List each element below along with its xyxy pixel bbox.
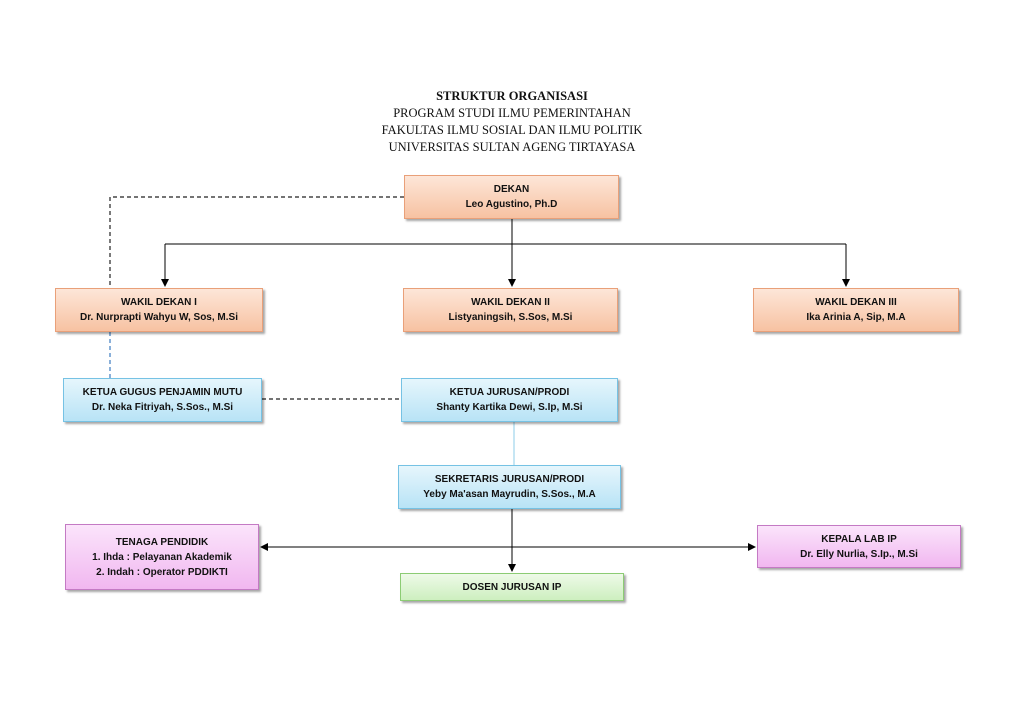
tendik-item-2: 2. Indah : Operator PDDIKTI	[96, 566, 228, 578]
kajur-name: Shanty Kartika Dewi, S.Ip, M.Si	[436, 402, 583, 413]
box-tenaga-pendidik: TENAGA PENDIDIK 1. Ihda : Pelayanan Akad…	[65, 524, 259, 590]
tendik-role: TENAGA PENDIDIK	[115, 536, 209, 548]
wakil2-name: Listyaningsih, S.Sos, M.Si	[448, 312, 573, 323]
sekjur-name: Yeby Ma'asan Mayrudin, S.Sos., M.A	[423, 489, 596, 500]
box-wakil-dekan-3: WAKIL DEKAN III Ika Arinia A, Sip, M.A	[753, 288, 959, 332]
wakil3-role: WAKIL DEKAN III	[815, 297, 897, 308]
dosen-role: DOSEN JURUSAN IP	[462, 581, 562, 593]
chart-subtitle-faculty: FAKULTAS ILMU SOSIAL DAN ILMU POLITIK	[381, 123, 643, 137]
sekjur-role: SEKRETARIS JURUSAN/PRODI	[434, 474, 585, 485]
wakil2-role: WAKIL DEKAN II	[471, 297, 550, 308]
box-dekan: DEKAN Leo Agustino, Ph.D	[404, 175, 619, 219]
box-ketua-gugus: KETUA GUGUS PENJAMIN MUTU Dr. Neka Fitri…	[63, 378, 262, 422]
box-ketua-jurusan: KETUA JURUSAN/PRODI Shanty Kartika Dewi,…	[401, 378, 618, 422]
chart-subtitle-university: UNIVERSITAS SULTAN AGENG TIRTAYASA	[388, 140, 636, 154]
kalab-role: KEPALA LAB IP	[821, 533, 897, 545]
tendik-item-1: 1. Ihda : Pelayanan Akademik	[92, 551, 232, 563]
box-sekretaris-jurusan: SEKRETARIS JURUSAN/PRODI Yeby Ma'asan Ma…	[398, 465, 621, 509]
kajur-role: KETUA JURUSAN/PRODI	[449, 387, 570, 398]
dekan-role: DEKAN	[493, 184, 530, 195]
gugus-role: KETUA GUGUS PENJAMIN MUTU	[82, 387, 243, 398]
chart-subtitle-program: PROGRAM STUDI ILMU PEMERINTAHAN	[393, 106, 631, 120]
kalab-name: Dr. Elly Nurlia, S.Ip., M.Si	[800, 548, 918, 560]
chart-title: STRUKTUR ORGANISASI	[436, 89, 588, 103]
box-wakil-dekan-2: WAKIL DEKAN II Listyaningsih, S.Sos, M.S…	[403, 288, 618, 332]
box-wakil-dekan-1: WAKIL DEKAN I Dr. Nurprapti Wahyu W, Sos…	[55, 288, 263, 332]
wakil3-name: Ika Arinia A, Sip, M.A	[806, 312, 906, 323]
box-kepala-lab: KEPALA LAB IP Dr. Elly Nurlia, S.Ip., M.…	[757, 525, 961, 568]
dashed-dekan-to-gugus	[109, 196, 404, 290]
box-dosen-jurusan: DOSEN JURUSAN IP	[400, 573, 624, 601]
gugus-name: Dr. Neka Fitriyah, S.Sos., M.Si	[91, 402, 234, 413]
wakil1-name: Dr. Nurprapti Wahyu W, Sos, M.Si	[80, 312, 238, 323]
chart-title-block: STRUKTUR ORGANISASI PROGRAM STUDI ILMU P…	[0, 88, 1024, 156]
dekan-name: Leo Agustino, Ph.D	[465, 199, 558, 210]
wakil1-role: WAKIL DEKAN I	[121, 297, 197, 308]
